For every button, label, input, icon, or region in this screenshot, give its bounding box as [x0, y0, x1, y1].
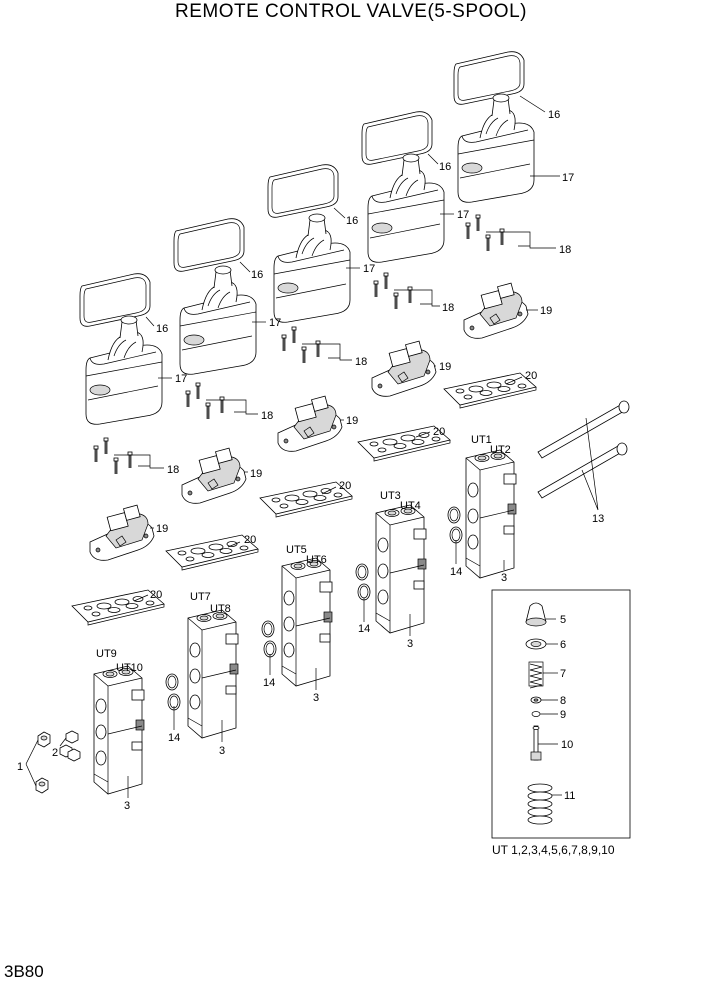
bushings-2 [59, 730, 81, 762]
service-kit [491, 589, 631, 839]
orings-14-b [355, 563, 371, 601]
plate-20-a [443, 372, 537, 409]
gasket-16-e [79, 273, 151, 327]
service-kit-frame [491, 589, 631, 839]
boot-17-c [273, 213, 351, 323]
nuts-1 [35, 731, 51, 794]
label-17-a: 17 [562, 172, 574, 184]
label-19-a: 19 [540, 305, 552, 317]
label-ut5: UT5 [286, 544, 307, 556]
valve-body-3-a [465, 449, 517, 579]
gasket-16-c [267, 164, 339, 218]
label-19-e: 19 [156, 523, 168, 535]
plate-19-e [89, 504, 155, 561]
label-18-a: 18 [559, 244, 571, 256]
orings-14-d [165, 673, 181, 711]
gasket-16-d [173, 218, 245, 272]
screwset-18-a [466, 215, 504, 251]
service-kit-caption: UT 1,2,3,4,5,6,7,8,9,10 [492, 843, 615, 857]
label-7: 7 [560, 668, 566, 680]
screwset-18-e [94, 438, 132, 474]
screwset-18-b [374, 273, 412, 309]
label-3-b: 3 [407, 638, 413, 650]
label-3-d: 3 [219, 745, 225, 757]
label-5: 5 [560, 614, 566, 626]
boot-17-e [85, 315, 163, 425]
diagram-title: REMOTE CONTROL VALVE(5-SPOOL) [175, 1, 527, 22]
valve-body-3-d [187, 609, 239, 739]
label-19-d: 19 [250, 468, 262, 480]
label-16-a: 16 [548, 109, 560, 121]
boot-17-a [457, 93, 535, 203]
valve-body-3-c [281, 557, 333, 687]
label-ut4: UT4 [400, 500, 421, 512]
label-17-b: 17 [457, 209, 469, 221]
label-ut6: UT6 [306, 554, 327, 566]
label-16-d: 16 [251, 269, 263, 281]
valve-body-3-e [93, 665, 145, 795]
label-14-b: 14 [358, 623, 370, 635]
page-code: 3B80 [4, 962, 44, 981]
tie-rods-13 [537, 400, 630, 499]
label-1: 1 [17, 761, 23, 773]
label-17-c: 17 [363, 263, 375, 275]
orings-14-c [261, 620, 277, 658]
orings-14-a [447, 506, 463, 544]
label-16-c: 16 [346, 215, 358, 227]
label-14-d: 14 [168, 732, 180, 744]
label-8: 8 [560, 695, 566, 707]
leader-lines [25, 95, 599, 798]
label-20-e: 20 [150, 589, 162, 601]
label-18-e: 18 [167, 464, 179, 476]
part-labels: 16 16 16 16 16 17 17 17 17 17 18 18 18 1… [17, 109, 615, 857]
label-ut7: UT7 [190, 591, 211, 603]
gasket-16-b [361, 111, 433, 165]
label-20-a: 20 [525, 370, 537, 382]
label-19-b: 19 [439, 361, 451, 373]
plate-19-c [277, 395, 343, 452]
label-ut1: UT1 [471, 434, 492, 446]
label-3-e: 3 [124, 800, 130, 812]
label-9: 9 [560, 709, 566, 721]
label-14-a: 14 [450, 566, 462, 578]
label-6: 6 [560, 639, 566, 651]
screwset-18-c [282, 327, 320, 363]
label-18-c: 18 [355, 356, 367, 368]
label-18-b: 18 [442, 302, 454, 314]
label-10: 10 [561, 739, 573, 751]
label-ut8: UT8 [210, 603, 231, 615]
plate-19-a [463, 282, 529, 339]
label-3-c: 3 [313, 692, 319, 704]
label-ut3: UT3 [380, 490, 401, 502]
gasket-16-a [453, 51, 525, 105]
label-14-c: 14 [263, 677, 275, 689]
label-20-b: 20 [433, 426, 445, 438]
label-2: 2 [52, 747, 58, 759]
label-18-d: 18 [261, 410, 273, 422]
label-13: 13 [592, 513, 604, 525]
label-17-e: 17 [175, 373, 187, 385]
boot-17-d [179, 265, 257, 375]
label-19-c: 19 [346, 415, 358, 427]
screwset-18-d [186, 383, 224, 419]
label-16-e: 16 [156, 323, 168, 335]
label-ut2: UT2 [490, 444, 511, 456]
boot-17-b [367, 153, 445, 263]
label-20-d: 20 [244, 534, 256, 546]
label-20-c: 20 [339, 480, 351, 492]
plate-19-d [181, 447, 247, 504]
label-3-a: 3 [501, 572, 507, 584]
plate-19-b [371, 340, 437, 397]
valve-body-3-b [375, 504, 427, 634]
label-ut9: UT9 [96, 648, 117, 660]
label-17-d: 17 [269, 317, 281, 329]
label-16-b: 16 [439, 161, 451, 173]
label-ut10: UT10 [116, 662, 143, 674]
label-11: 11 [564, 790, 575, 802]
